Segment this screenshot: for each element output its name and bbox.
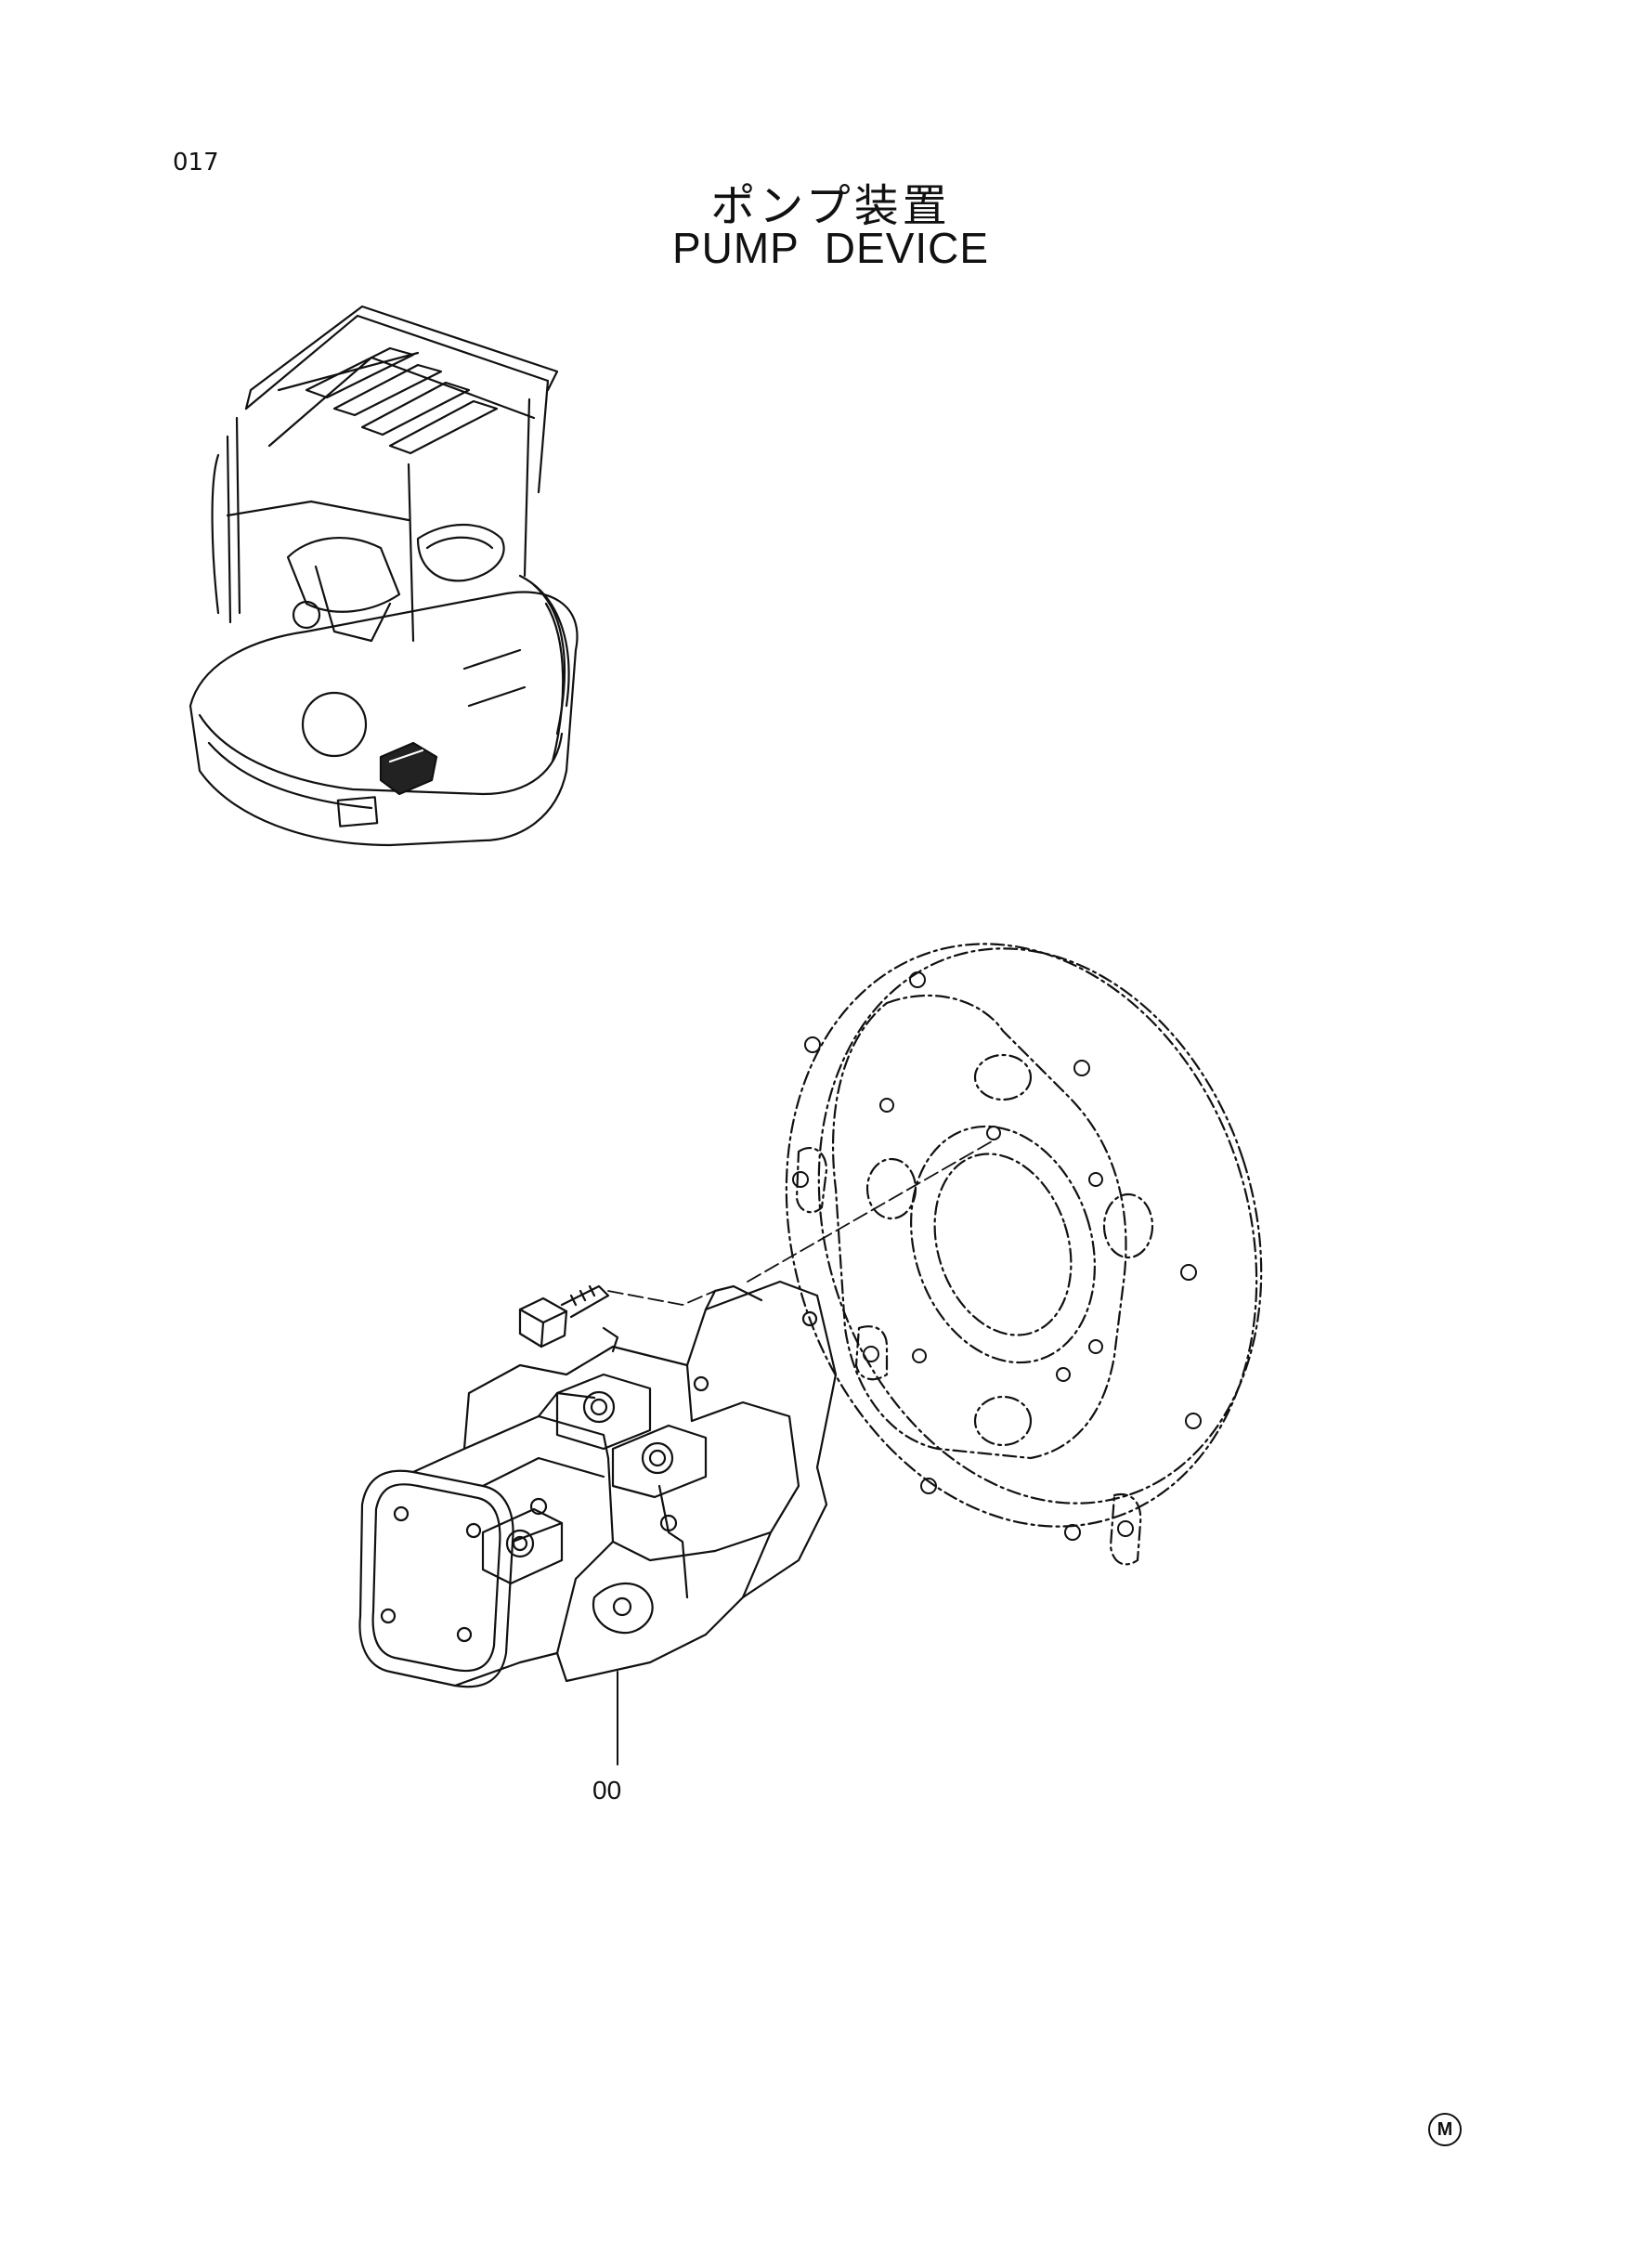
footer-mark: M	[1428, 2113, 1462, 2146]
flywheel-housing-bolt-holes	[792, 971, 1202, 1541]
page-title-japanese: ポンプ装置	[710, 180, 951, 232]
alignment-lines	[607, 1137, 999, 1306]
mounting-bolt-drawing	[518, 1284, 610, 1348]
flywheel-housing-drawing	[785, 943, 1263, 1566]
excavator-overview-drawing	[189, 305, 579, 847]
callout-label-00: 00	[592, 1776, 622, 1804]
page-title-english: PUMP DEVICE	[671, 224, 990, 272]
page-number: 017	[173, 149, 219, 176]
hydraulic-pump-drawing	[358, 1280, 838, 1765]
